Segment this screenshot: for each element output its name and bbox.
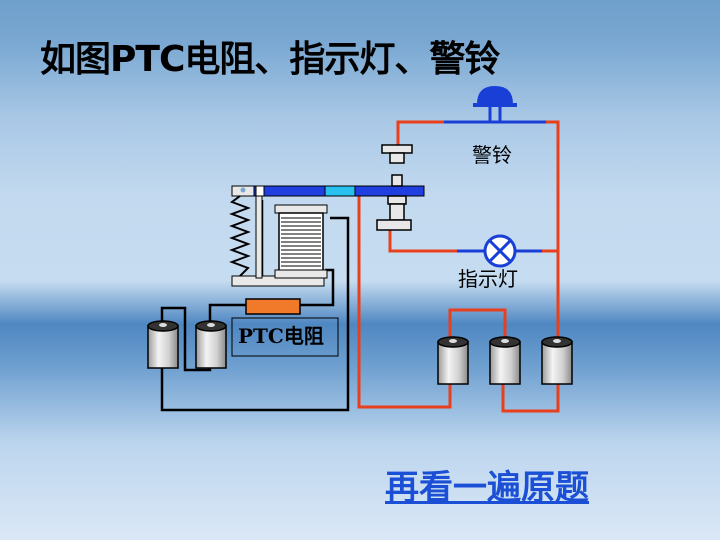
ptc-label-box (231, 317, 339, 357)
review-question-link[interactable]: 再看一遍原题 (385, 468, 589, 508)
battery-left-1 (147, 320, 179, 369)
slide-title: 如图PTC电阻、指示灯、警铃 (40, 39, 500, 80)
alarm-bell-label: 警铃 (472, 143, 512, 167)
ptc-resistor (245, 298, 301, 315)
indicator-lamp-label: 指示灯 (458, 267, 518, 291)
working-circuit-wires-red (357, 120, 560, 413)
relay-spring (229, 195, 251, 277)
electromagnet-coil (274, 204, 328, 279)
ptc-resistor-label: PTC电阻 (238, 324, 324, 348)
battery-right-2 (489, 336, 521, 385)
indicator-lamp (483, 234, 517, 268)
battery-left-2 (195, 320, 227, 369)
battery-right-1 (437, 336, 469, 385)
battery-right-3 (541, 336, 573, 385)
alarm-bell (473, 86, 517, 122)
working-circuit-wires-blue (444, 120, 546, 253)
relay-contacts (376, 144, 413, 231)
